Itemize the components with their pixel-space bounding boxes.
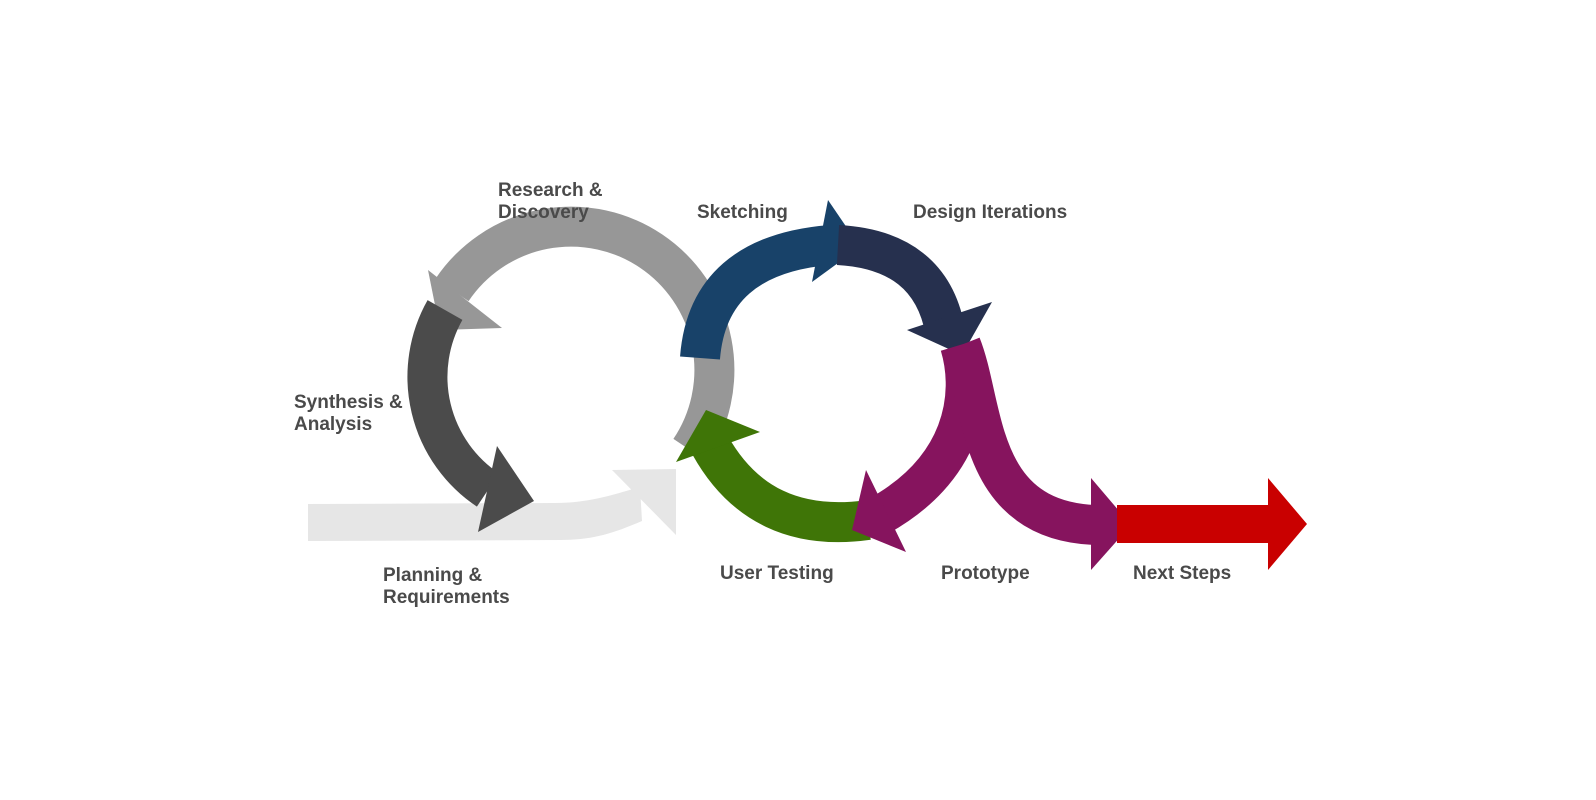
label-research-line1: Research &	[498, 180, 603, 201]
next-steps-arrow	[1117, 478, 1307, 570]
synthesis-arrow-body	[407, 300, 500, 507]
label-research: Research & Discovery	[498, 180, 603, 224]
design-arrow-body	[836, 225, 965, 335]
research-arrow	[428, 206, 735, 462]
sketching-arrow-body	[680, 225, 832, 361]
label-next-steps: Next Steps	[1133, 563, 1231, 585]
synthesis-arrow	[407, 300, 534, 532]
label-user-testing: User Testing	[720, 563, 834, 585]
label-sketching-line1: Sketching	[697, 202, 788, 223]
label-planning-line1: Planning &	[383, 565, 483, 586]
prototype-arrow-exit-head	[1091, 478, 1131, 570]
label-planning: Planning & Requirements	[383, 565, 510, 609]
design-arrow	[836, 225, 992, 355]
prototype-arrow	[852, 337, 1131, 570]
label-synthesis: Synthesis & Analysis	[294, 392, 403, 436]
planning-arrow-body	[308, 487, 642, 541]
label-research-line2: Discovery	[498, 202, 589, 223]
sketching-arrow	[680, 200, 860, 361]
label-sketching: Sketching	[697, 202, 788, 224]
label-prototype: Prototype	[941, 563, 1030, 585]
label-synthesis-line2: Analysis	[294, 414, 373, 435]
next-steps-arrow-body	[1117, 478, 1307, 570]
planning-arrow-head	[612, 469, 676, 535]
prototype-arrow-exit	[942, 337, 1097, 545]
planning-arrow	[308, 469, 676, 541]
user-testing-arrow	[676, 410, 871, 543]
label-next-steps-line1: Next Steps	[1133, 563, 1232, 584]
label-user-testing-line1: User Testing	[720, 563, 834, 584]
label-planning-line2: Requirements	[383, 587, 510, 608]
label-design: Design Iterations	[913, 202, 1067, 224]
label-prototype-line1: Prototype	[941, 563, 1030, 584]
sketching-arrow-head	[812, 200, 860, 282]
design-arrow-head	[907, 302, 992, 355]
user-testing-arrow-body	[692, 434, 871, 543]
label-design-line1: Design Iterations	[913, 202, 1068, 223]
label-synthesis-line1: Synthesis &	[294, 392, 403, 413]
synthesis-arrow-head	[478, 446, 534, 532]
prototype-arrow-return-head	[852, 470, 906, 552]
research-arrow-body	[435, 206, 735, 462]
user-testing-arrow-head	[676, 410, 760, 462]
